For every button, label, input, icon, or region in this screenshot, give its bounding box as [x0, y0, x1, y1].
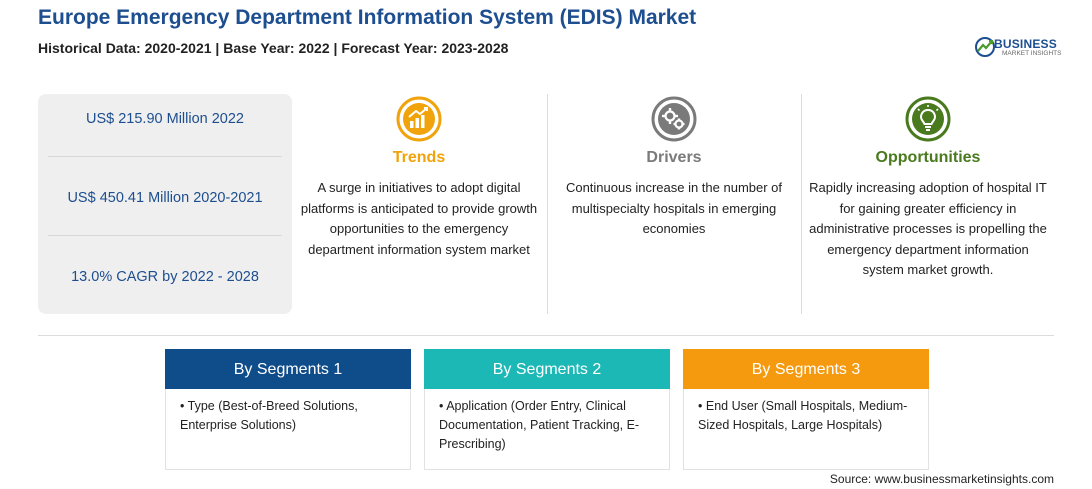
- bullet: •: [180, 399, 185, 413]
- segment-1-text: Type (Best-of-Breed Solutions, Enterpris…: [180, 399, 358, 432]
- stat-divider: [48, 235, 282, 236]
- key-stats-panel: US$ 215.90 Million 2022 US$ 450.41 Milli…: [38, 94, 292, 314]
- segment-1-title: By Segments 1: [165, 349, 411, 389]
- opportunities-column: Opportunities Rapidly increasing adoptio…: [808, 96, 1048, 316]
- column-divider: [547, 94, 548, 314]
- lightbulb-icon: [905, 96, 951, 142]
- trends-text: A surge in initiatives to adopt digital …: [300, 180, 538, 257]
- section-divider: [38, 335, 1054, 336]
- source-credit: Source: www.businessmarketinsights.com: [829, 472, 1054, 486]
- stat-divider: [48, 156, 282, 157]
- logo-globe-icon: [975, 37, 995, 57]
- trends-heading: Trends: [392, 149, 446, 166]
- opportunities-heading: Opportunities: [875, 149, 981, 166]
- stat-market-size-historical: US$ 450.41 Million 2020-2021: [67, 190, 263, 206]
- opportunities-text: Rapidly increasing adoption of hospital …: [809, 180, 1047, 277]
- trends-column: Trends A surge in initiatives to adopt d…: [300, 96, 538, 316]
- stat-cagr: 13.0% CAGR by 2022 - 2028: [71, 269, 259, 285]
- segment-card-1: By Segments 1 • Type (Best-of-Breed Solu…: [165, 349, 411, 470]
- segment-card-3: By Segments 3 • End User (Small Hospital…: [683, 349, 929, 470]
- bullet: •: [439, 399, 444, 413]
- company-logo: BUSINESS MARKET INSIGHTS: [974, 34, 1064, 62]
- segment-3-text: End User (Small Hospitals, Medium-Sized …: [698, 399, 908, 432]
- rising-chart-icon: [396, 96, 442, 142]
- drivers-column: Drivers Continuous increase in the numbe…: [553, 96, 795, 316]
- page-subtitle: Historical Data: 2020-2021 | Base Year: …: [38, 40, 509, 56]
- segment-card-2: By Segments 2 • Application (Order Entry…: [424, 349, 670, 470]
- logo-brand: BUSINESS: [994, 37, 1057, 51]
- page-title: Europe Emergency Department Information …: [38, 6, 697, 29]
- segment-2-title: By Segments 2: [424, 349, 670, 389]
- segment-3-title: By Segments 3: [683, 349, 929, 389]
- logo-tagline: MARKET INSIGHTS: [1002, 50, 1062, 57]
- drivers-heading: Drivers: [646, 149, 702, 166]
- drivers-text: Continuous increase in the number of mul…: [565, 180, 783, 236]
- column-divider: [801, 94, 802, 314]
- segment-3-body: • End User (Small Hospitals, Medium-Size…: [698, 397, 920, 435]
- segment-1-body: • Type (Best-of-Breed Solutions, Enterpr…: [180, 397, 402, 435]
- gears-icon: [651, 96, 697, 142]
- segment-2-body: • Application (Order Entry, Clinical Doc…: [439, 397, 661, 454]
- bullet: •: [698, 399, 703, 413]
- stat-market-size-2022: US$ 215.90 Million 2022: [86, 111, 244, 127]
- segment-2-text: Application (Order Entry, Clinical Docum…: [439, 399, 640, 451]
